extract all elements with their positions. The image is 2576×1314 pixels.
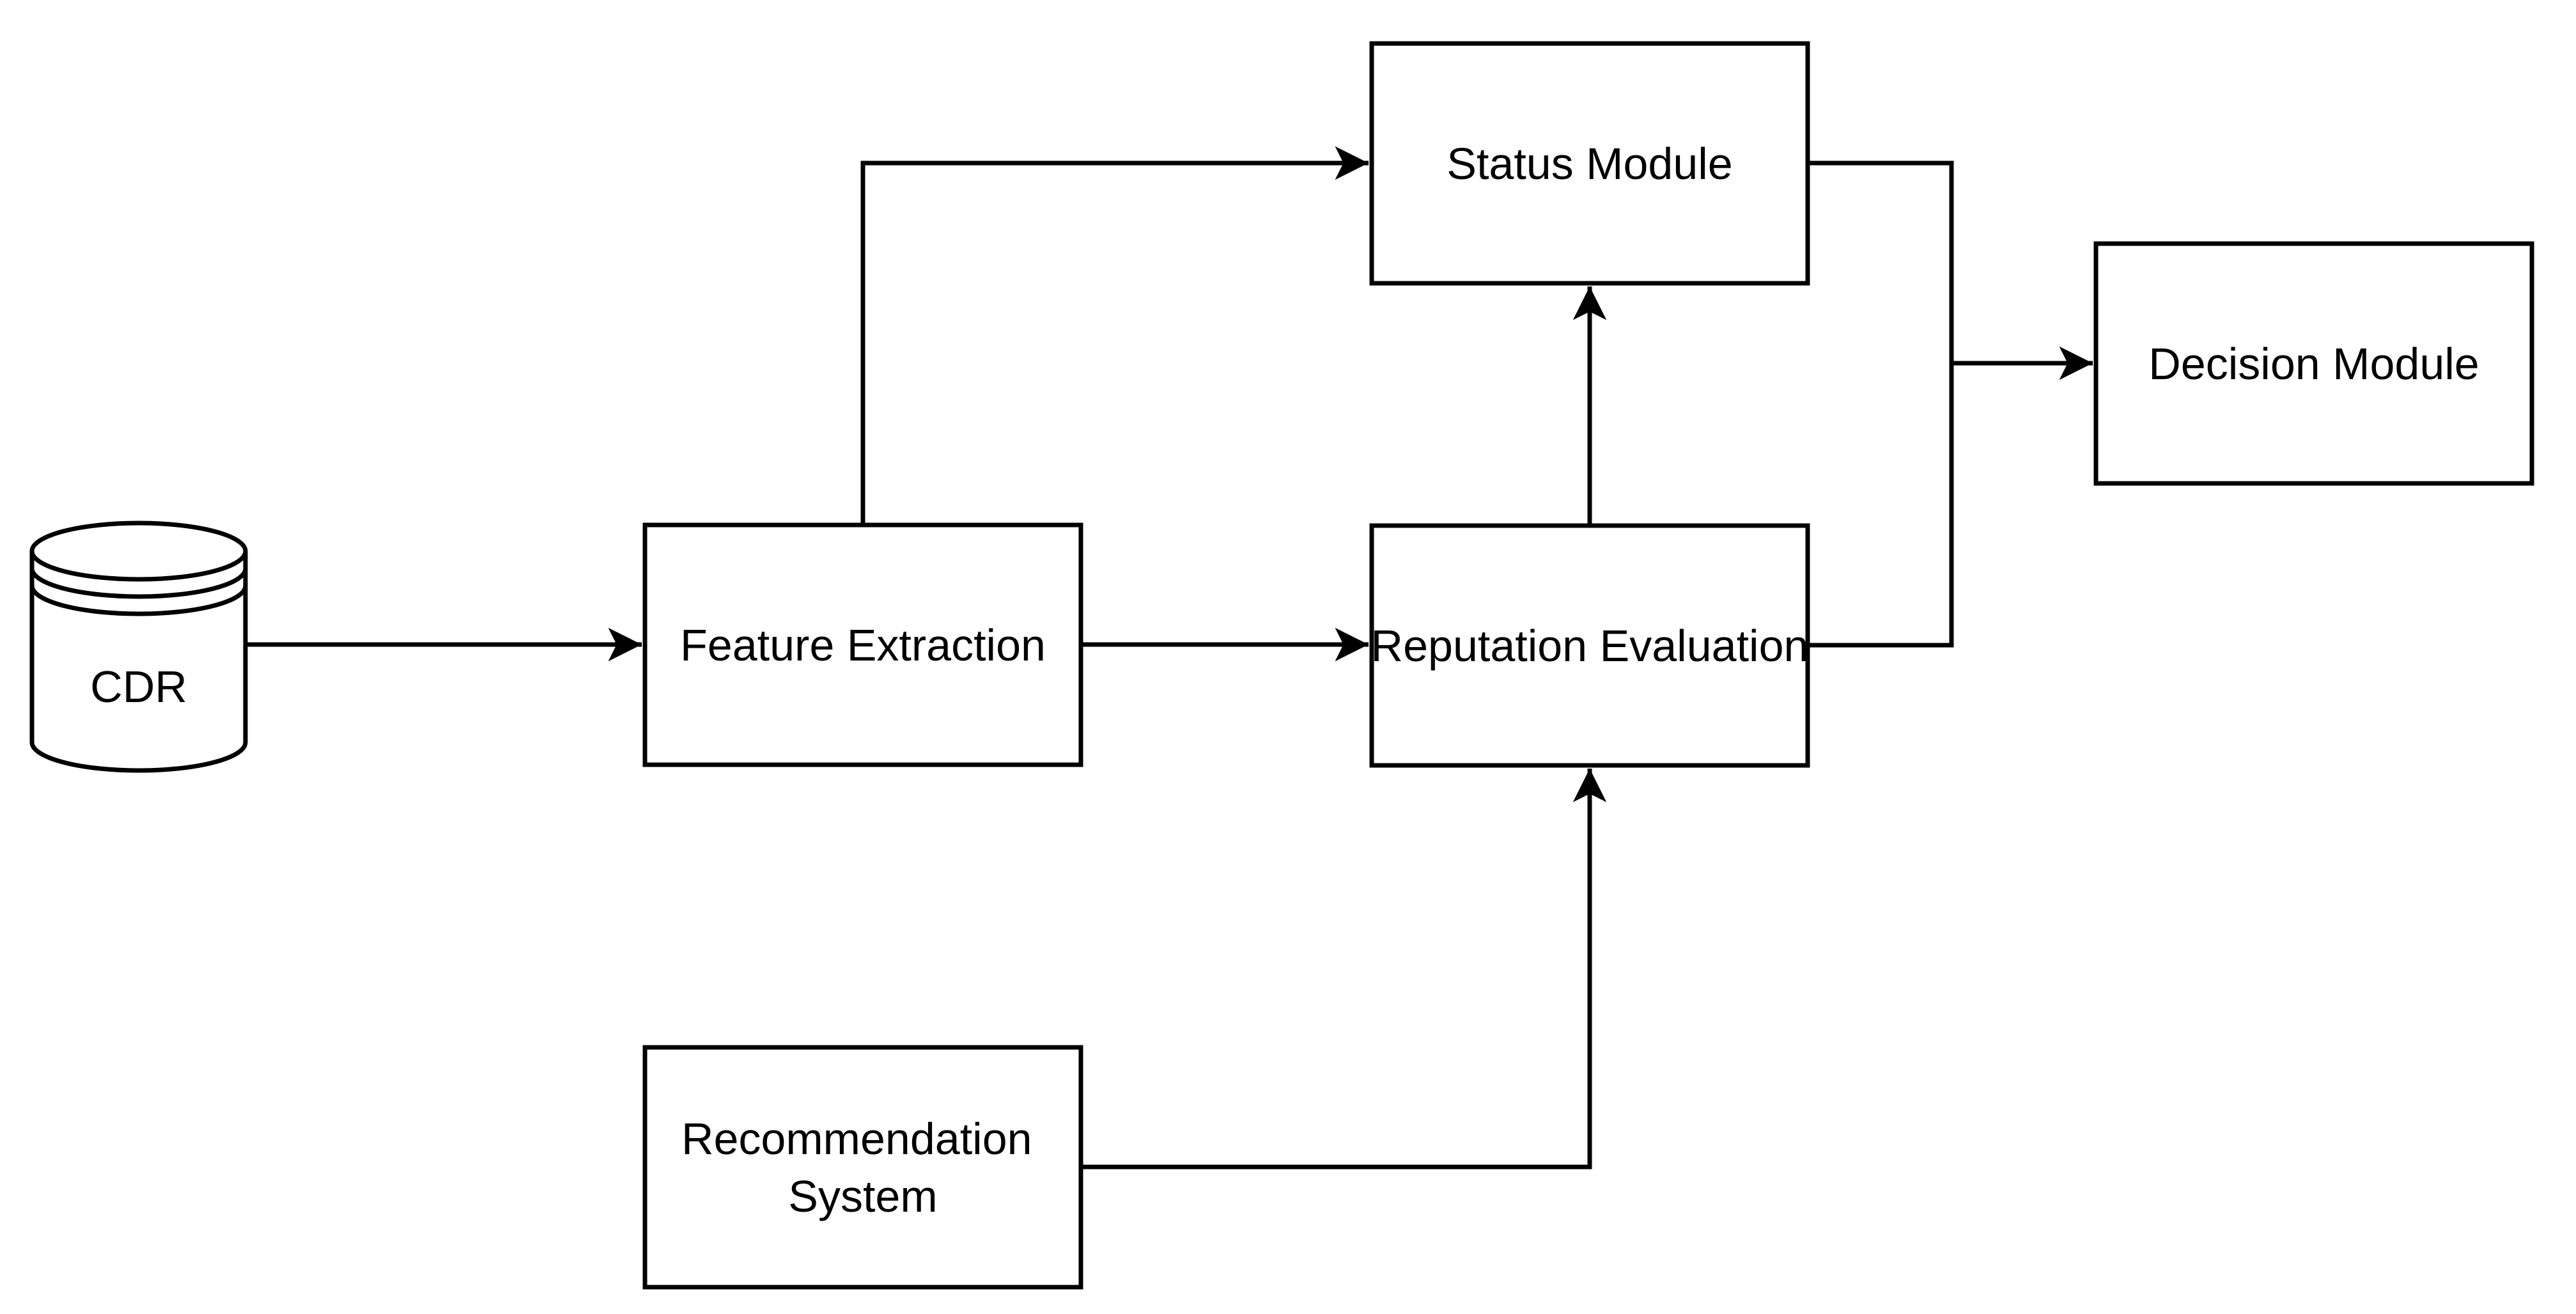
edge-junction-status-and-reputation bbox=[1808, 160, 1954, 648]
edges-layer bbox=[245, 146, 2093, 1169]
status-module-label: Status Module bbox=[1447, 139, 1732, 189]
node-cdr-database: CDR bbox=[29, 520, 248, 773]
feature-extraction-box bbox=[642, 522, 1083, 767]
recommendation-system-label-line2: System bbox=[788, 1171, 937, 1221]
decision-module-label: Decision Module bbox=[2148, 339, 2479, 389]
recommendation-system-label: Recommendation System bbox=[681, 1114, 1044, 1221]
cdr-label: CDR bbox=[90, 662, 187, 712]
cylinder-ring-2 bbox=[29, 585, 248, 616]
cylinder-top-ellipse bbox=[29, 520, 248, 582]
node-decision-module: Decision Module bbox=[2093, 241, 2534, 486]
edge-recommendation-system-to-reputation-evaluation bbox=[1081, 769, 1607, 1169]
node-feature-extraction: Feature Extraction bbox=[642, 522, 1083, 767]
reputation-evaluation-label: Reputation Evaluation bbox=[1371, 621, 1809, 671]
recommendation-system-label-line1: Recommendation bbox=[681, 1114, 1032, 1164]
decision-module-box bbox=[2093, 241, 2534, 486]
recommendation-system-box bbox=[642, 1045, 1083, 1290]
reputation-evaluation-box bbox=[1369, 523, 1810, 768]
cylinder-ring-1 bbox=[29, 568, 248, 599]
node-reputation-evaluation: Reputation Evaluation bbox=[1369, 523, 1810, 768]
node-recommendation-system: Recommendation System bbox=[642, 1045, 1083, 1290]
node-status-module: Status Module bbox=[1369, 41, 1810, 286]
status-module-box bbox=[1369, 41, 1810, 286]
cylinder-body bbox=[29, 551, 248, 773]
edge-feature-extraction-to-status-module bbox=[860, 146, 1369, 525]
feature-extraction-label: Feature Extraction bbox=[680, 620, 1046, 670]
